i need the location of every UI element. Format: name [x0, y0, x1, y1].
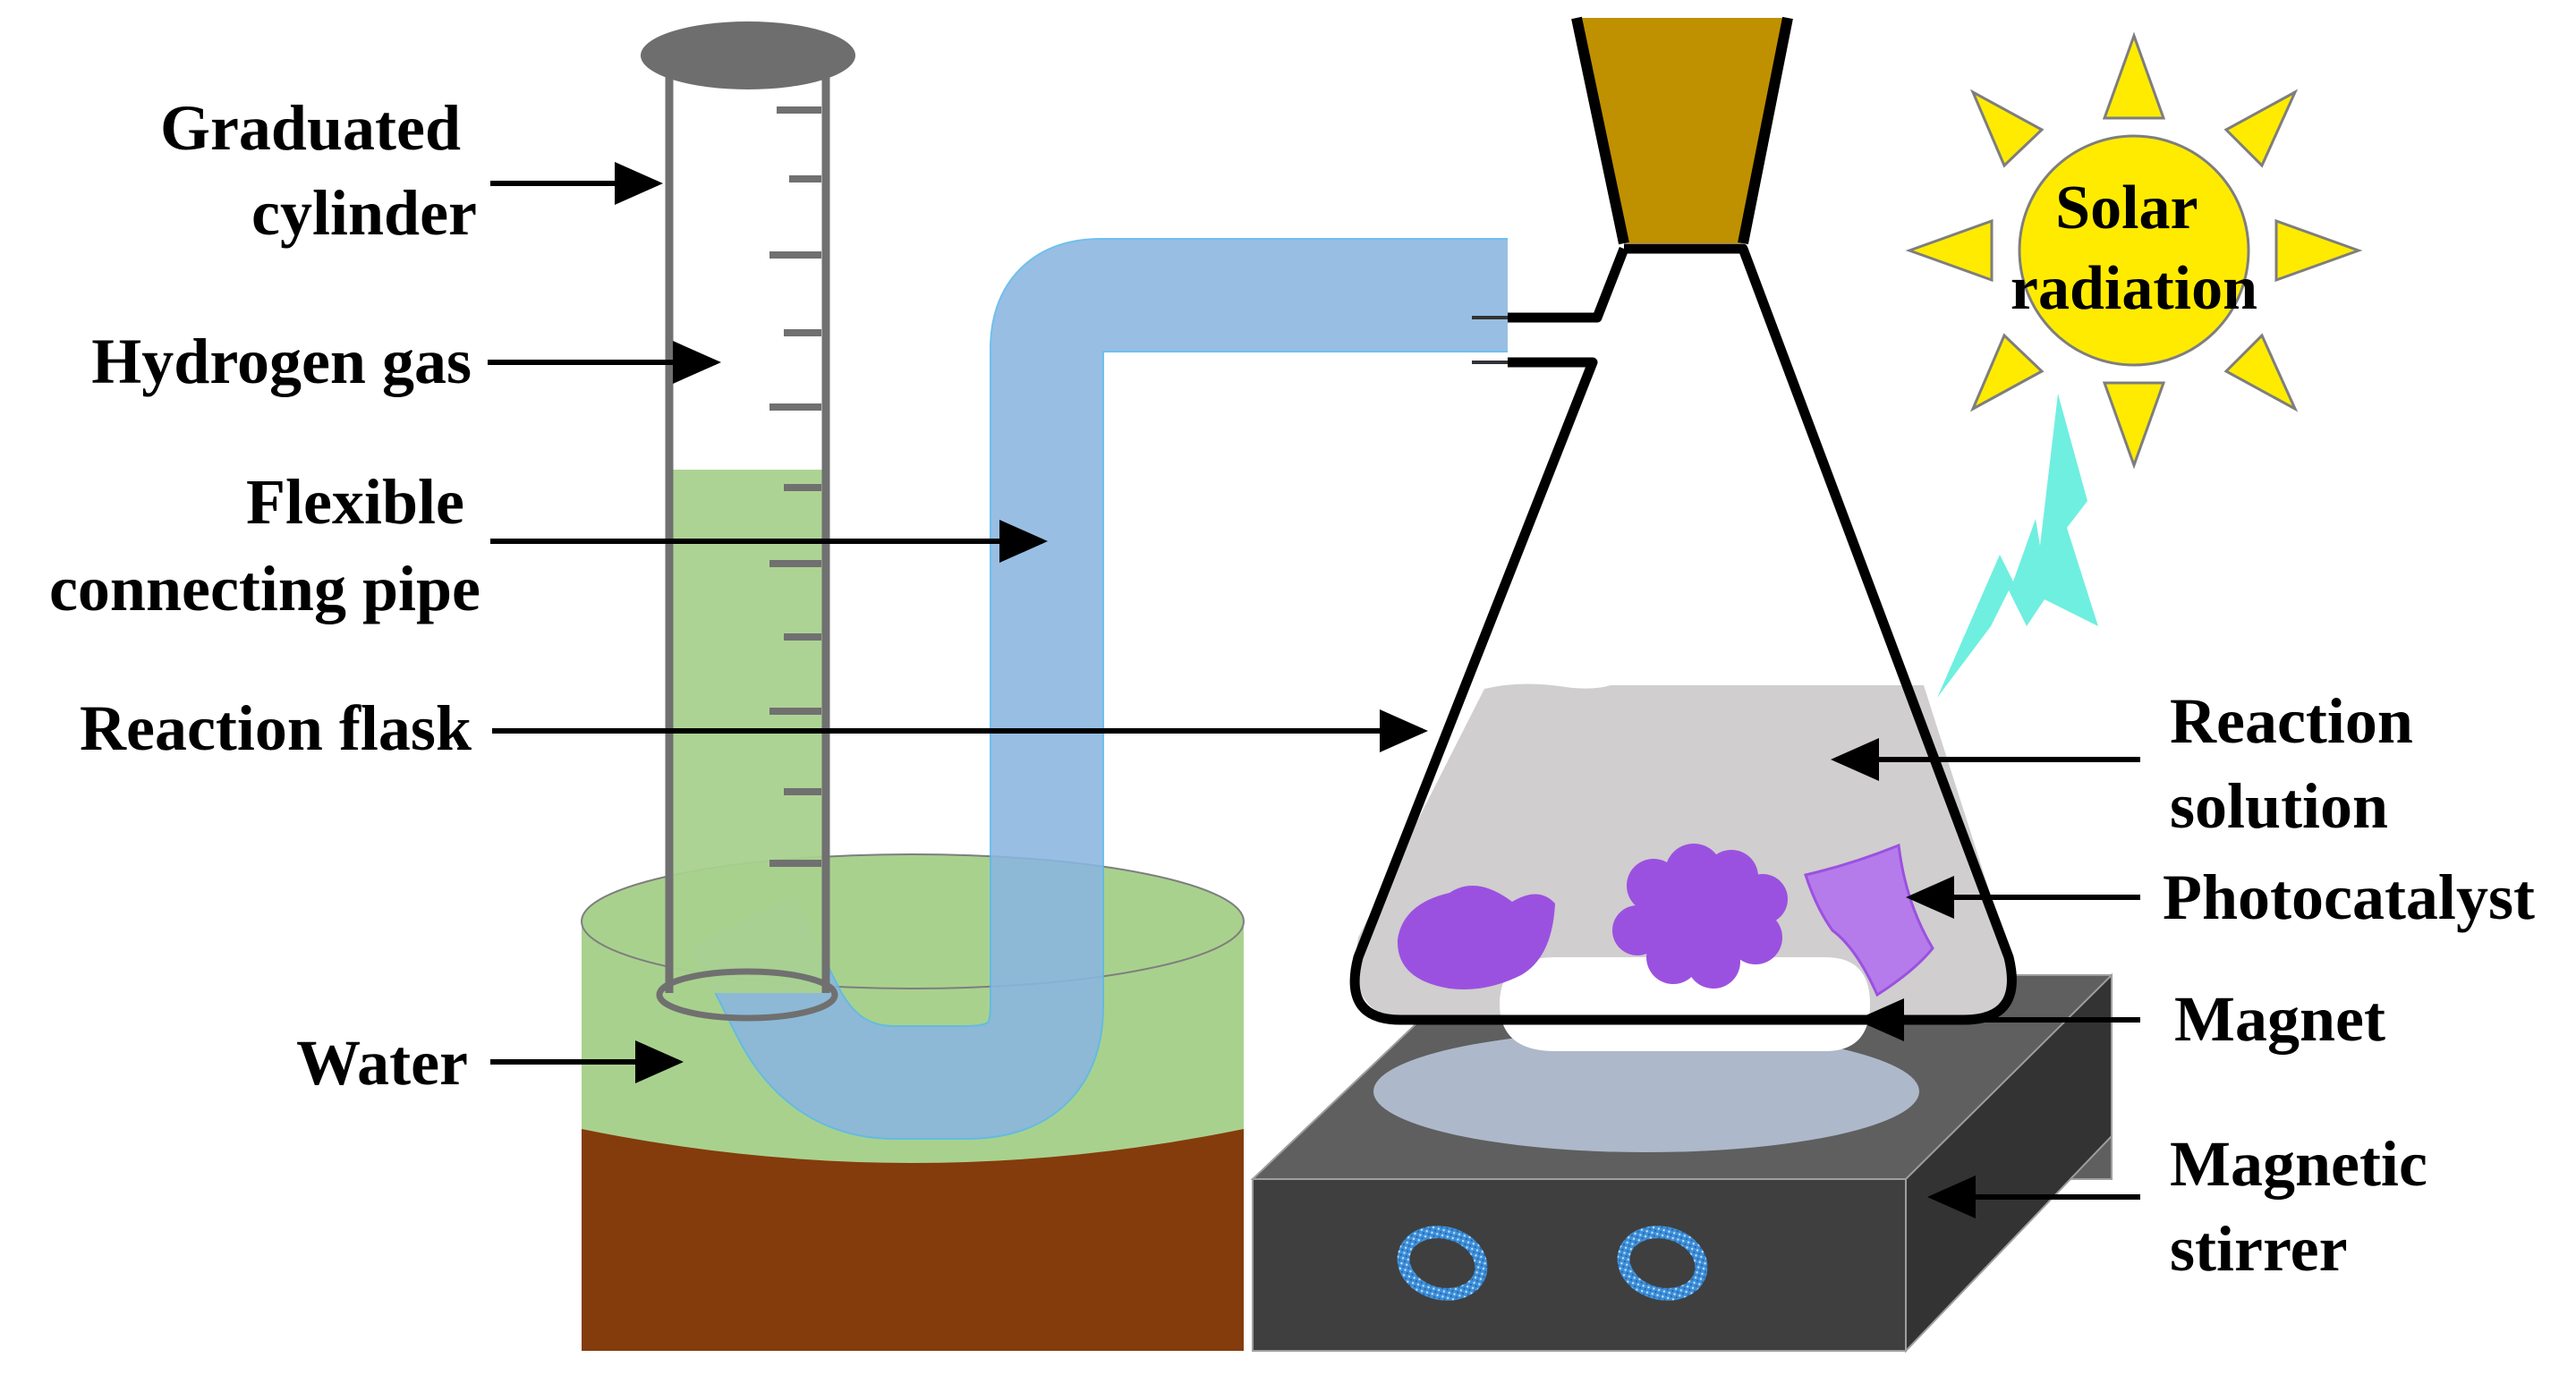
lightning-icon — [1937, 394, 2098, 698]
label-solar-radiation: Solar radiation — [2011, 174, 2257, 323]
arrows — [488, 162, 2140, 1218]
magnet — [1500, 957, 1870, 1051]
label-water: Water — [296, 1027, 468, 1099]
label-graduated-cylinder: Graduated cylinder — [160, 92, 477, 249]
label-flexible-pipe: Flexible connecting pipe — [49, 466, 480, 624]
stirrer-knob-left — [1397, 1226, 1488, 1301]
stirrer-plate — [1373, 1031, 1919, 1152]
label-reaction-solution: Reaction solution — [2170, 685, 2429, 842]
photocatalyst-particle-1 — [1397, 886, 1555, 989]
flexible-connecting-pipe — [691, 238, 1508, 1140]
flask-stopper — [1577, 18, 1788, 243]
labels: Graduated cylinder Hydrogen gas Flexible… — [49, 92, 2535, 1285]
label-photocatalyst: Photocatalyst — [2163, 861, 2535, 933]
photocatalyst-particle-3 — [1804, 843, 1934, 997]
cylinder-bottom-rim — [656, 968, 838, 1022]
label-hydrogen-gas: Hydrogen gas — [91, 326, 472, 397]
stirrer-knob-right — [1617, 1226, 1708, 1301]
stirrer-front — [1252, 1178, 1907, 1352]
pipe-fill — [693, 240, 1508, 1138]
cylinder-top-cap — [641, 21, 855, 89]
graduated-cylinder — [641, 21, 855, 1022]
cylinder-graduation-ticks — [769, 106, 821, 867]
label-magnet: Magnet — [2174, 983, 2385, 1055]
label-reaction-flask: Reaction flask — [80, 692, 472, 764]
photocatalyst-particle-2 — [1612, 844, 1788, 989]
sun-icon — [1905, 31, 2363, 470]
magnetic-stirrer — [1250, 972, 2113, 1354]
label-magnetic-stirrer: Magnetic stirrer — [2170, 1128, 2444, 1285]
